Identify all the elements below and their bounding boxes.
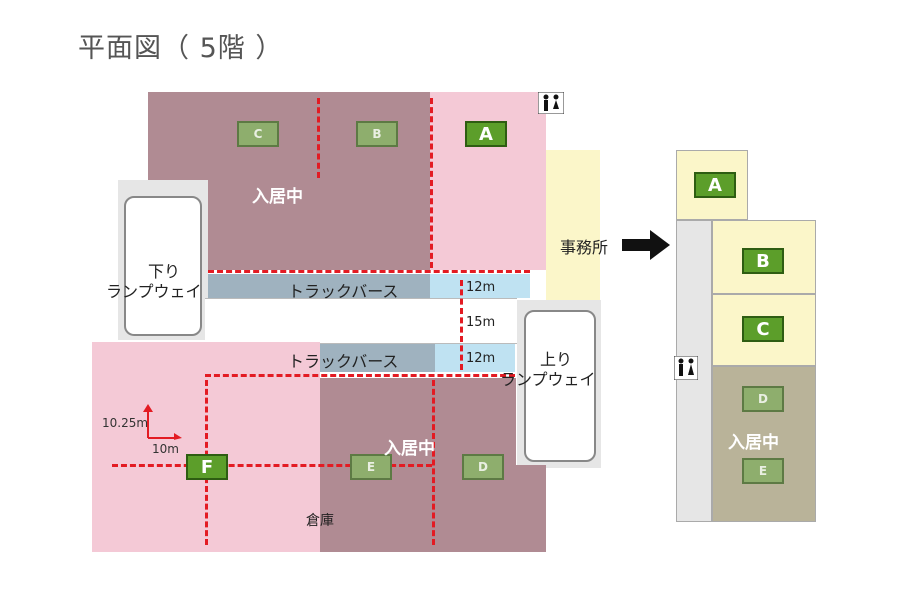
legend-occupied-label: 入居中	[728, 433, 779, 453]
unit-badge-c[interactable]: C	[237, 121, 279, 147]
up-ramp-label-1: 上り	[540, 350, 573, 369]
truck-berth-label-lower: トラックバース	[288, 352, 399, 371]
dimension-1025m: 10.25m	[102, 416, 149, 430]
truck-berth-upper	[208, 274, 430, 298]
partition-line	[430, 98, 433, 268]
restroom-icon	[674, 356, 698, 380]
zone-office	[546, 150, 600, 300]
unit-badge-e[interactable]: E	[350, 454, 392, 480]
dimension-arrows	[143, 404, 182, 440]
truck-berth-upper-ext	[430, 274, 530, 298]
partition-line	[432, 380, 435, 545]
office-label: 事務所	[560, 238, 609, 257]
partition-line	[208, 270, 530, 273]
truck-berth-label-upper: トラックバース	[288, 282, 399, 301]
dimension-12m-lower: 12m	[466, 351, 496, 366]
down-ramp-track	[124, 196, 202, 336]
unit-badge-a[interactable]: A	[465, 121, 507, 147]
occupied-label-upper: 入居中	[252, 187, 303, 207]
up-ramp-track	[524, 310, 596, 462]
drive-aisle	[205, 298, 517, 344]
partition-line	[205, 374, 515, 377]
legend-badge-e[interactable]: E	[742, 458, 784, 484]
unit-badge-d[interactable]: D	[462, 454, 504, 480]
zone-c	[148, 92, 318, 180]
legend-badge-d[interactable]: D	[742, 386, 784, 412]
dimension-10m: 10m	[152, 442, 179, 456]
down-ramp-label-2: ランプウェイ	[106, 282, 202, 301]
truck-berth-lower-ext	[435, 344, 515, 372]
partition-line	[112, 464, 432, 467]
occupied-label-lower: 入居中	[384, 439, 435, 459]
page-title: 平面図（ 5階 ）	[78, 33, 284, 64]
unit-badge-b[interactable]: B	[356, 121, 398, 147]
dimension-12m-upper: 12m	[466, 280, 496, 295]
dimension-15m: 15m	[466, 315, 496, 330]
zone-occupied-upper	[205, 180, 430, 270]
dimension-line	[460, 280, 463, 370]
up-ramp-label-2: ランプウェイ	[500, 370, 596, 389]
zone-a	[430, 92, 546, 270]
legend-badge-b[interactable]: B	[742, 248, 784, 274]
down-ramp-label-1: 下り	[148, 262, 181, 281]
stack-legend: A B C D E 入居中	[672, 150, 817, 522]
legend-badge-c[interactable]: C	[742, 316, 784, 342]
legend-badge-a[interactable]: A	[694, 172, 736, 198]
arrow-right-icon	[622, 230, 670, 260]
partition-line	[317, 98, 320, 178]
restroom-icon	[538, 92, 564, 114]
unit-badge-f[interactable]: F	[186, 454, 228, 480]
warehouse-label: 倉庫	[306, 513, 334, 529]
